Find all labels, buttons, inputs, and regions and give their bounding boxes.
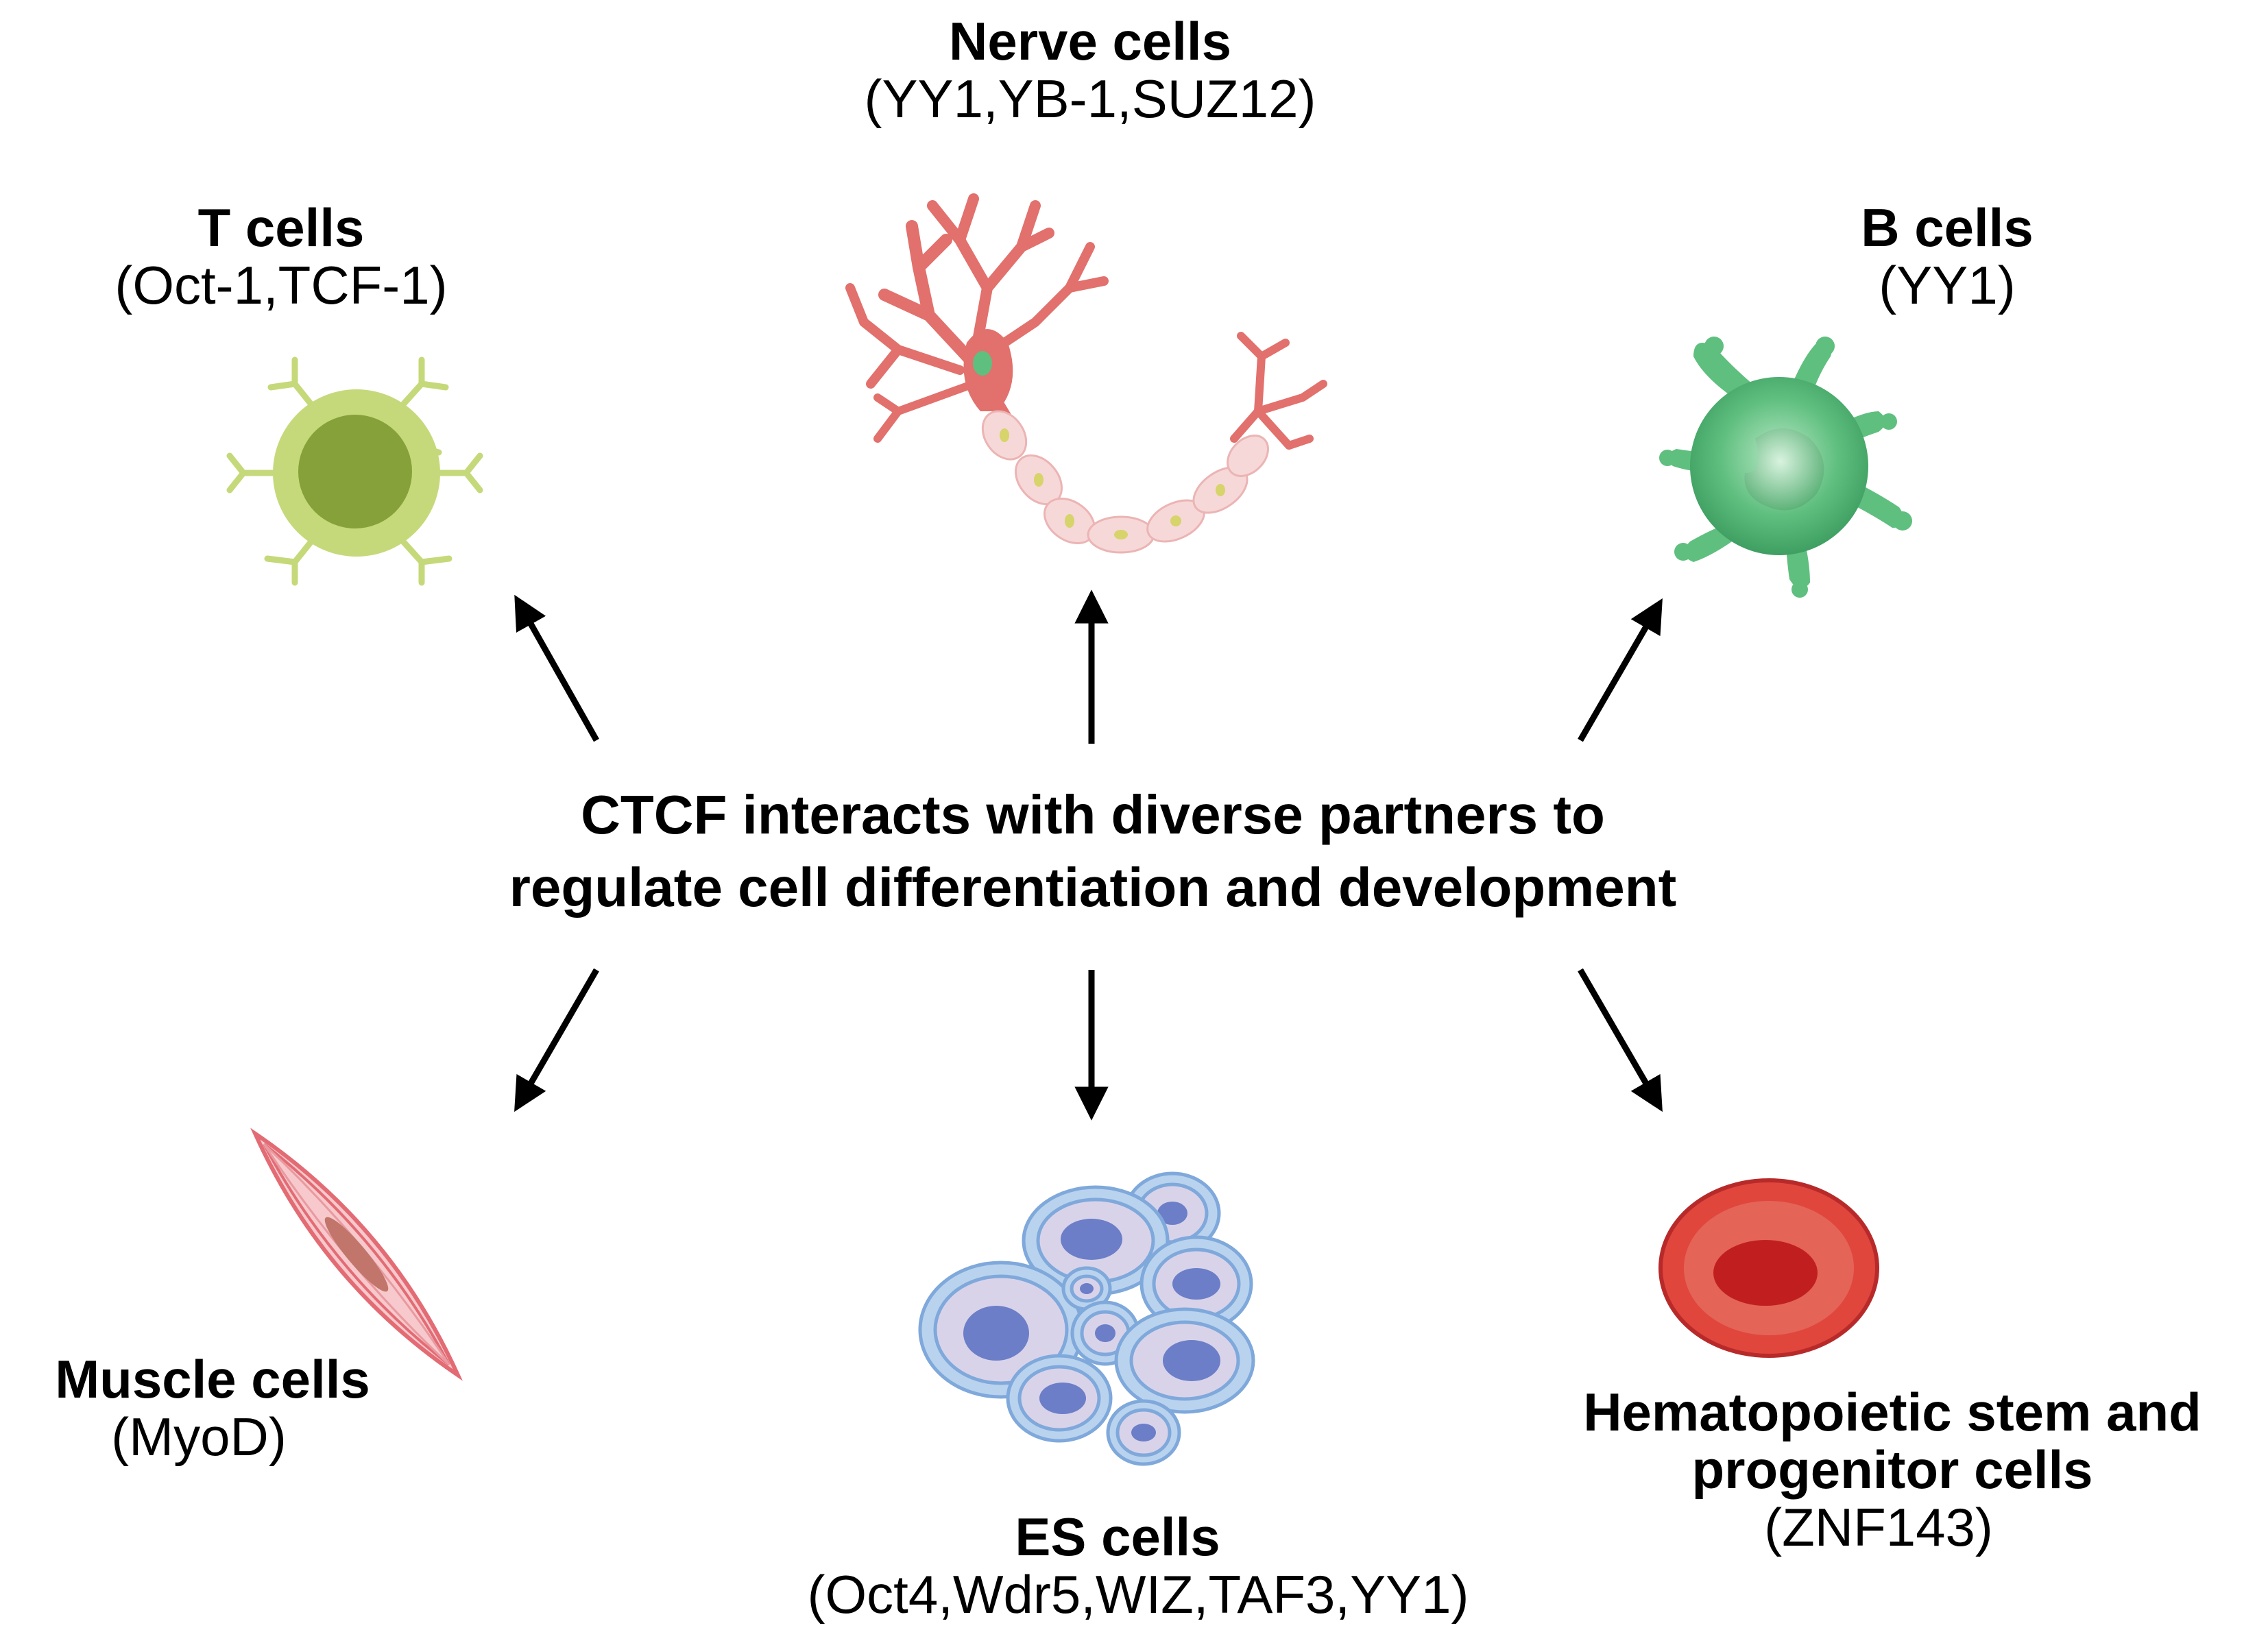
- b-cells-label: B cells (YY1): [1755, 197, 2139, 316]
- ctcf-central-statement: CTCF interacts with diverse partners to …: [311, 779, 1874, 925]
- hspc-name-line-1: Hematopoietic stem and: [1583, 1382, 2201, 1442]
- muscle-cells-partners: (MyoD): [111, 1407, 287, 1468]
- t-cells-name: T cells: [197, 197, 365, 258]
- es-cells-icon: [918, 1171, 1255, 1466]
- arrows: [514, 589, 1663, 1121]
- arrow-to-b-cells: [1578, 598, 1663, 742]
- es-cells-label: ES cells (Oct4,Wdr5,WIZ,TAF3,YY1): [706, 1508, 1570, 1625]
- nerve-cells-partners: (YY1,YB-1,SUZ12): [864, 69, 1316, 130]
- es-cells-name: ES cells: [1015, 1507, 1220, 1567]
- t-cells-partners: (Oct-1,TCF-1): [114, 255, 448, 316]
- nerve-cells-label: Nerve cells (YY1,YB-1,SUZ12): [816, 11, 1364, 130]
- muscle-cells-name: Muscle cells: [55, 1349, 370, 1409]
- muscle-cell-icon: [250, 1128, 463, 1381]
- red-blood-cell-icon: [1658, 1178, 1879, 1358]
- hspc-name-line-2: progenitor cells: [1691, 1439, 2093, 1500]
- t-cells-label: T cells (Oct-1,TCF-1): [27, 197, 535, 316]
- arrow-to-t-cells: [514, 594, 599, 742]
- es-cells-partners: (Oct4,Wdr5,WIZ,TAF3,YY1): [807, 1564, 1469, 1625]
- b-cell-icon: [1659, 337, 1912, 598]
- central-line-1: CTCF interacts with diverse partners to: [581, 784, 1605, 845]
- hspc-partners: (ZNF143): [1764, 1497, 1993, 1558]
- b-cells-partners: (YY1): [1879, 255, 2016, 316]
- muscle-cells-label: Muscle cells (MyoD): [0, 1349, 425, 1468]
- t-cell-icon: [226, 356, 483, 586]
- hspc-label: Hematopoietic stem and progenitor cells …: [1522, 1383, 2263, 1557]
- arrow-to-muscle-cells: [514, 968, 599, 1112]
- central-line-2: regulate cell differentiation and develo…: [509, 857, 1677, 918]
- nerve-cell-icon: [845, 193, 1327, 554]
- nerve-cells-name: Nerve cells: [949, 11, 1231, 71]
- b-cells-name: B cells: [1861, 197, 2034, 258]
- arrow-to-hspc: [1578, 968, 1663, 1112]
